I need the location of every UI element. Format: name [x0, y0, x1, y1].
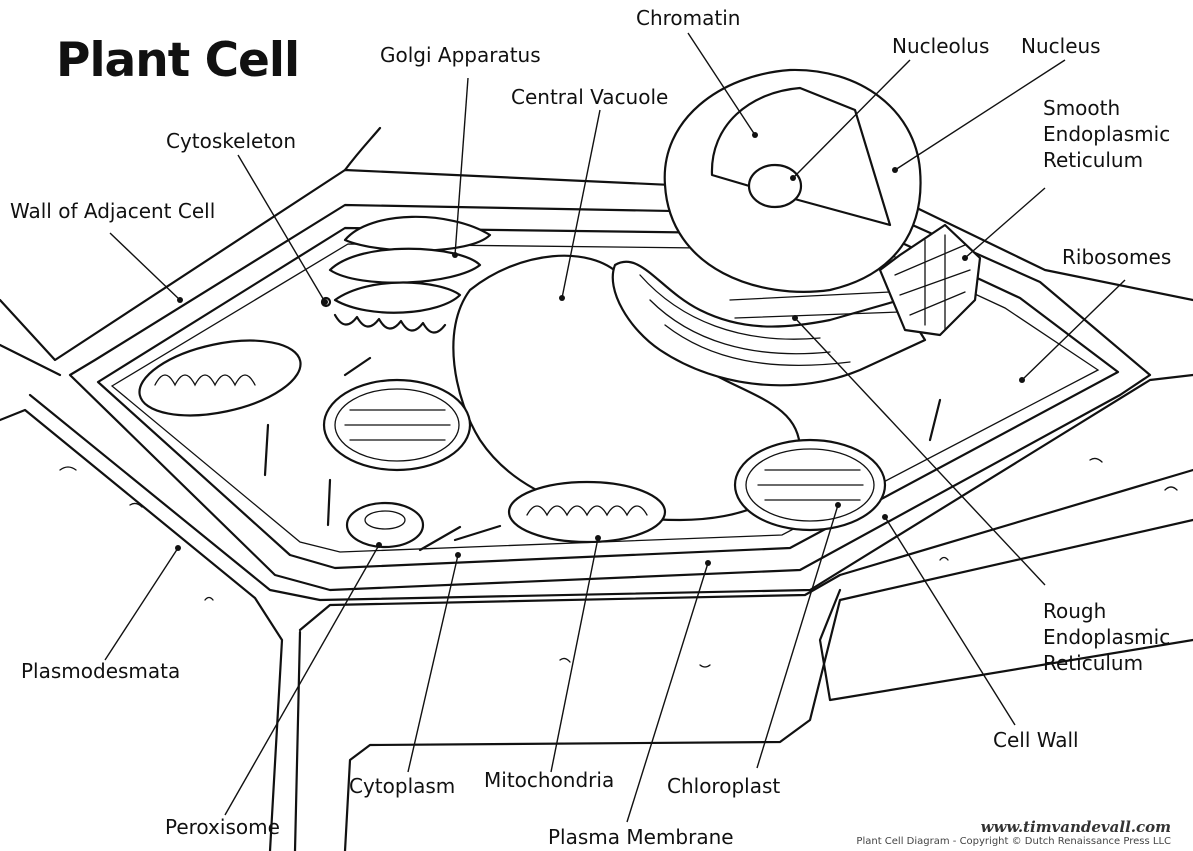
- label-smooth-er-line2: Endoplasmic: [1043, 121, 1170, 147]
- label-rough-er-line3: Reticulum: [1043, 650, 1143, 676]
- label-smooth-er-line3: Reticulum: [1043, 147, 1143, 173]
- label-smooth-er-line1: Smooth: [1043, 95, 1120, 121]
- label-cytoskeleton: Cytoskeleton: [166, 128, 296, 154]
- label-mitochondria: Mitochondria: [484, 767, 614, 793]
- label-plasma-membrane: Plasma Membrane: [548, 824, 734, 850]
- peroxisome-shape: [347, 503, 423, 547]
- label-chloroplast: Chloroplast: [667, 773, 780, 799]
- copyright-notice: Plant Cell Diagram - Copyright © Dutch R…: [856, 836, 1171, 847]
- label-wall-of-adjacent-cell: Wall of Adjacent Cell: [10, 198, 215, 224]
- label-chromatin: Chromatin: [636, 5, 740, 31]
- label-nucleolus: Nucleolus: [892, 33, 989, 59]
- label-peroxisome: Peroxisome: [165, 814, 280, 840]
- website-credit: www.timvandevall.com: [981, 818, 1171, 836]
- label-golgi-apparatus: Golgi Apparatus: [380, 42, 541, 68]
- label-nucleus: Nucleus: [1021, 33, 1101, 59]
- label-rough-er-line1: Rough: [1043, 598, 1106, 624]
- label-rough-er-line2: Endoplasmic: [1043, 624, 1170, 650]
- label-cytoplasm: Cytoplasm: [349, 773, 455, 799]
- label-cell-wall: Cell Wall: [993, 727, 1079, 753]
- label-ribosomes: Ribosomes: [1062, 244, 1171, 270]
- diagram-title: Plant Cell: [56, 33, 299, 89]
- label-central-vacuole: Central Vacuole: [511, 84, 668, 110]
- label-plasmodesmata: Plasmodesmata: [21, 658, 180, 684]
